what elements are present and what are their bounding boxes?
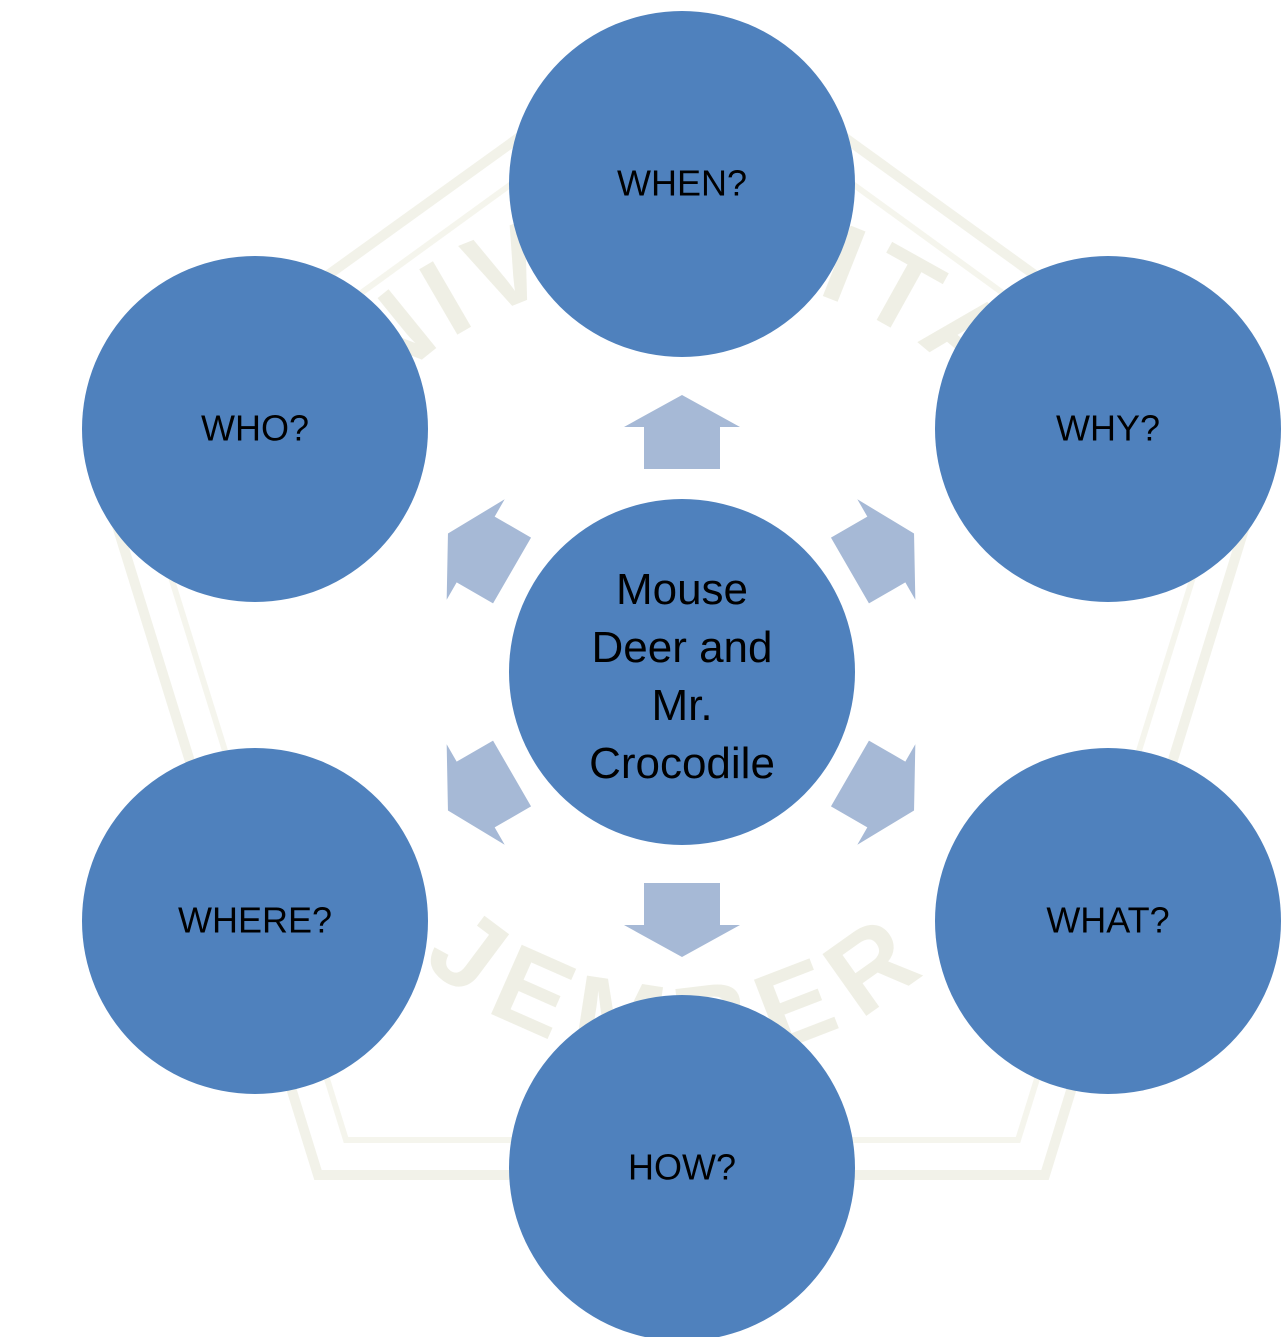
center-label-line-2: Deer and [591, 623, 772, 672]
node-why: WHY? [935, 256, 1281, 602]
arrow-to-who [446, 499, 532, 604]
arrow-to-when [624, 395, 740, 469]
node-when-label: WHEN? [617, 163, 747, 204]
node-when: WHEN? [509, 11, 855, 357]
node-how: HOW? [509, 995, 855, 1337]
center-label-line-1: Mouse [616, 565, 748, 614]
node-when-circle [509, 11, 855, 357]
node-what-circle [935, 748, 1281, 1094]
center-node-circle [509, 499, 855, 845]
arrow-group [446, 395, 916, 957]
arrow-to-what [830, 740, 916, 845]
node-where: WHERE? [82, 748, 428, 1094]
node-how-label: HOW? [628, 1147, 736, 1188]
center-node: Mouse Deer and Mr. Crocodile [509, 499, 855, 845]
node-why-label: WHY? [1056, 408, 1160, 449]
node-who: WHO? [82, 256, 428, 602]
node-who-circle [82, 256, 428, 602]
center-label-line-4: Crocodile [589, 739, 775, 788]
node-what-label: WHAT? [1046, 900, 1169, 941]
node-where-label: WHERE? [178, 900, 332, 941]
center-label-line-3: Mr. [651, 681, 712, 730]
node-how-circle [509, 995, 855, 1337]
arrow-to-why [830, 499, 916, 604]
node-what: WHAT? [935, 748, 1281, 1094]
arrow-to-where [446, 740, 532, 845]
node-who-label: WHO? [201, 408, 309, 449]
node-where-circle [82, 748, 428, 1094]
arrow-to-how [624, 883, 740, 957]
node-why-circle [935, 256, 1281, 602]
